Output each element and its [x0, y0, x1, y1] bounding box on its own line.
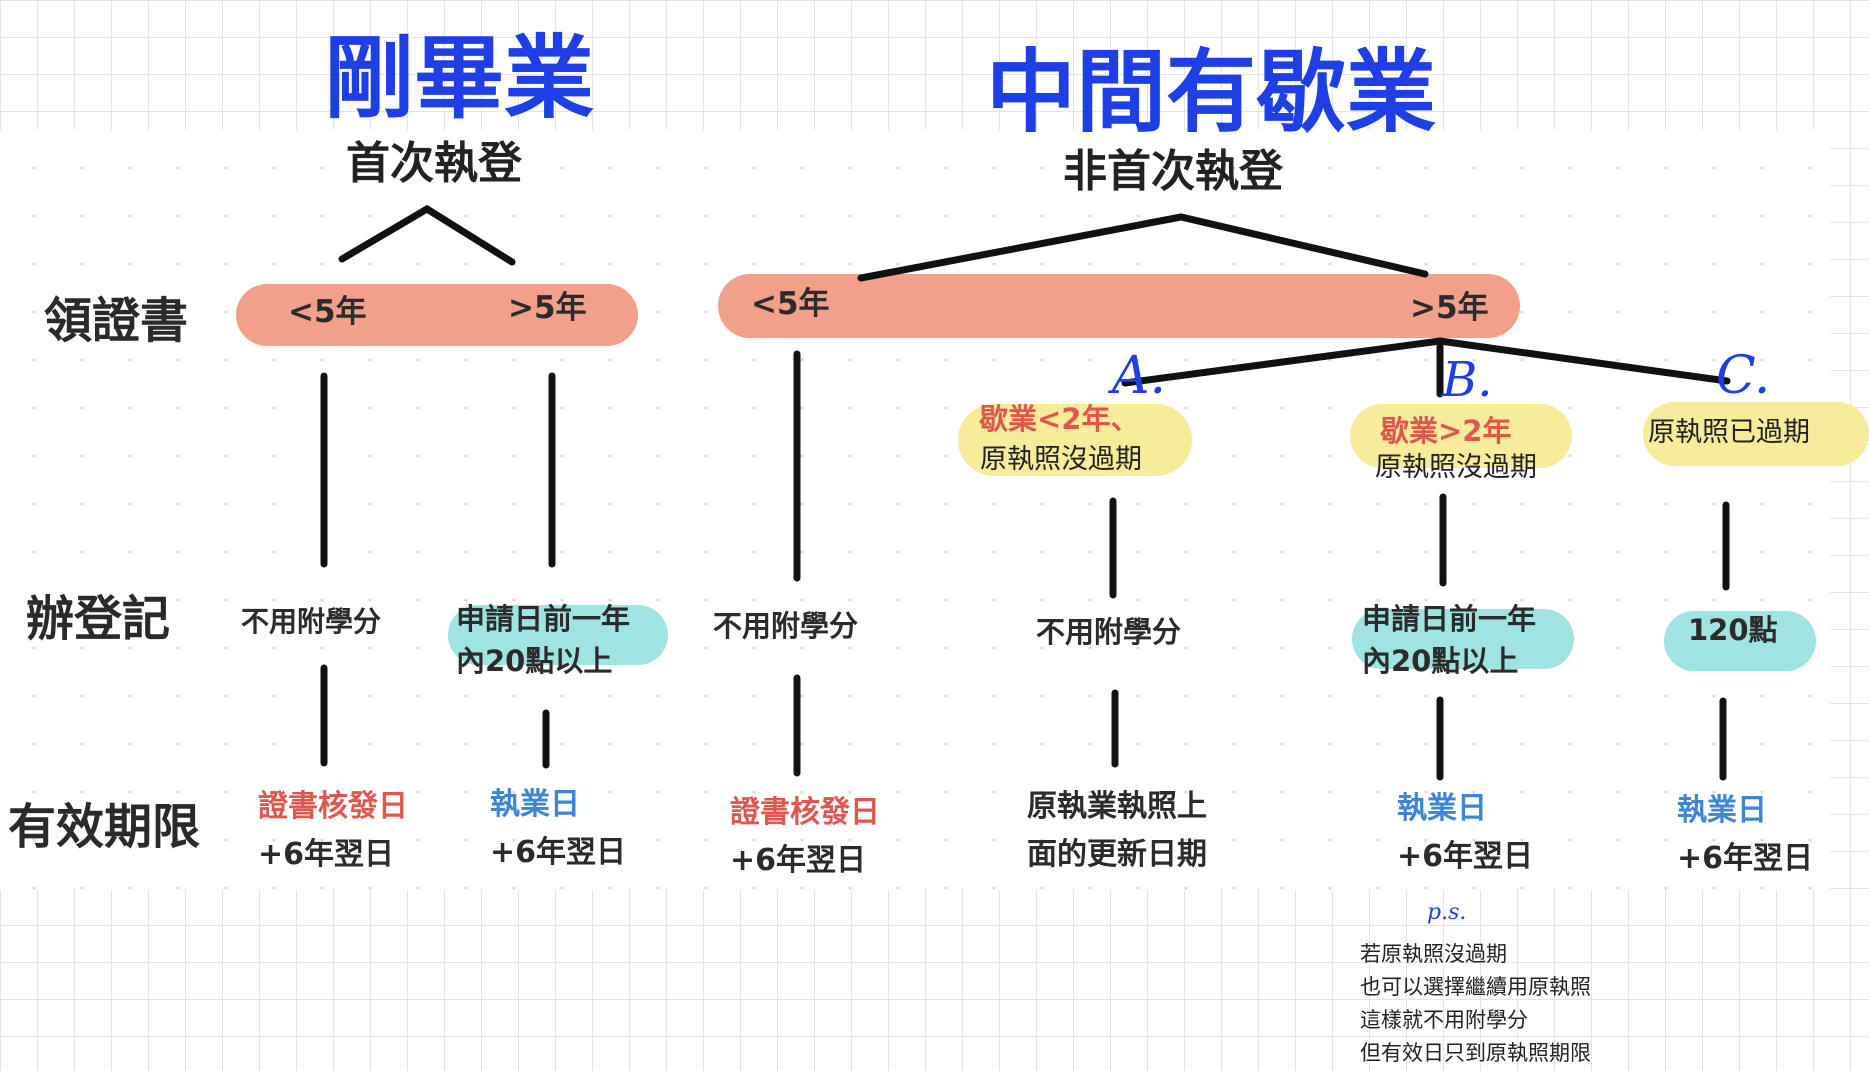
validity-col6-line2: +6年翌日: [1677, 841, 1814, 876]
req-col3: 不用附學分: [713, 609, 859, 643]
req-col6: 120點: [1688, 613, 1778, 647]
pill-lt5-mid: <5年: [751, 286, 830, 322]
label-first-registration: 首次執登: [346, 138, 522, 189]
letter-a: A.: [1112, 346, 1167, 406]
validity-col2-line1: 執業日: [490, 787, 580, 822]
req-col5-line2: 內20點以上: [1362, 644, 1519, 678]
validity-col3-line1: 證書核發日: [730, 795, 880, 830]
pill-condition-c: [1643, 402, 1869, 466]
validity-col5-line1: 執業日: [1397, 791, 1487, 826]
pill-120-points: [1664, 611, 1816, 671]
validity-col3-line2: +6年翌日: [730, 843, 867, 878]
condition-a-line2: 原執照沒過期: [980, 444, 1142, 475]
note-line3: 這樣就不用附學分: [1360, 1008, 1528, 1032]
branch-lines-fresh: [338, 204, 516, 266]
note-line4: 但有效日只到原執照期限: [1360, 1041, 1591, 1065]
validity-col4-line2: 面的更新日期: [1027, 837, 1207, 872]
pill-gt5-mid: >5年: [1410, 290, 1489, 326]
branch-line-a: [1121, 337, 1444, 387]
validity-col2-line2: +6年翌日: [490, 835, 627, 870]
note-line1: 若原執照沒過期: [1360, 942, 1507, 966]
pill-twenty-points-b: [1352, 609, 1574, 669]
pill-mid-years: [718, 274, 1520, 338]
validity-col4-line1: 原執業執照上: [1027, 789, 1207, 824]
req-col4: 不用附學分: [1036, 615, 1182, 649]
pill-condition-a: [958, 404, 1192, 476]
req-col2-line2: 內20點以上: [456, 644, 613, 678]
validity-col6-line1: 執業日: [1677, 793, 1767, 828]
condition-a-line1: 歇業<2年、: [979, 402, 1140, 436]
req-col1: 不用附學分: [241, 605, 382, 638]
diagram-paper: [0, 130, 1830, 890]
branch-line-c: [1436, 337, 1731, 385]
row-label-certificate: 領證書: [44, 293, 189, 349]
title-mid-career: 中間有歇業: [986, 39, 1436, 145]
row-label-validity: 有效期限: [8, 799, 201, 855]
note-line2: 也可以選擇繼續用原執照: [1360, 975, 1591, 999]
letter-b: B.: [1442, 352, 1493, 408]
pill-gt5-fresh: >5年: [508, 290, 587, 326]
letter-c: C.: [1716, 346, 1771, 406]
validity-col1-line2: +6年翌日: [258, 837, 395, 872]
condition-b-line2: 原執照沒過期: [1375, 452, 1537, 483]
condition-b-line1: 歇業>2年: [1380, 414, 1512, 448]
pill-twenty-points-fresh: [448, 605, 668, 665]
note-ps: p.s.: [1427, 900, 1467, 925]
validity-col1-line1: 證書核發日: [258, 789, 408, 824]
label-non-first-registration: 非首次執登: [1063, 146, 1283, 197]
req-col2-line1: 申請日前一年: [456, 602, 631, 636]
req-col5-line1: 申請日前一年: [1362, 602, 1537, 636]
row-label-registration: 辦登記: [26, 591, 171, 647]
pill-lt5-fresh: <5年: [288, 294, 367, 330]
pill-fresh-years: [236, 284, 638, 346]
title-fresh-graduate: 剛畢業: [324, 25, 594, 131]
validity-col5-line2: +6年翌日: [1397, 839, 1534, 874]
condition-c-line1: 原執照已過期: [1648, 417, 1810, 448]
pill-condition-b: [1350, 404, 1572, 468]
branch-lines-mid: [857, 213, 1429, 282]
